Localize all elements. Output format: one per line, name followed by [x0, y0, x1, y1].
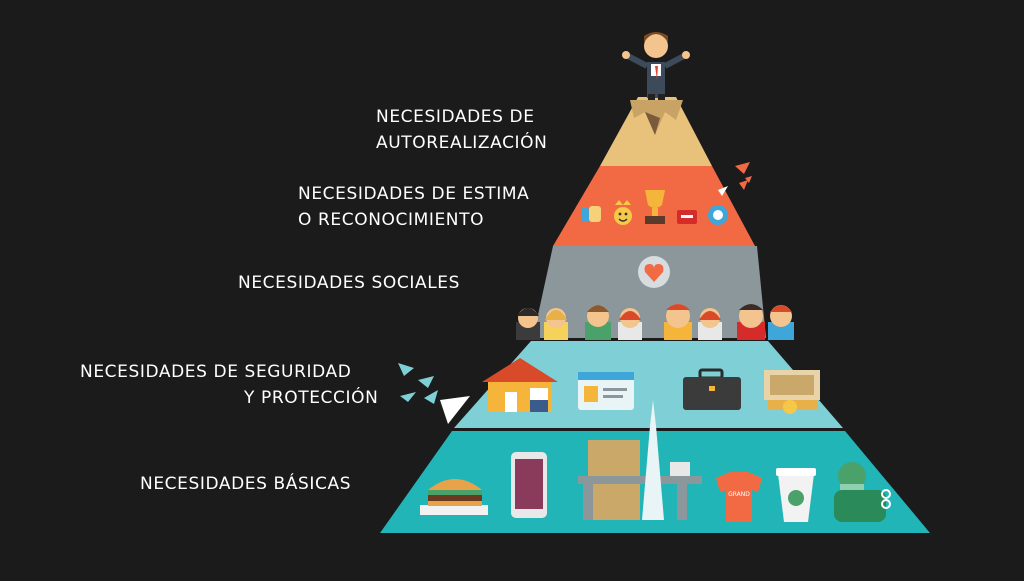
label-line: NECESIDADES DE SEGURIDAD — [80, 362, 352, 382]
label-line: NECESIDADES DE ESTIMA — [298, 184, 530, 204]
label-autorealizacion: NECESIDADES DE AUTOREALIZACIÓN — [376, 104, 547, 156]
decorative-triangles-right — [718, 162, 752, 196]
person-icon — [544, 308, 568, 340]
label-line: NECESIDADES BÁSICAS — [140, 474, 352, 494]
heart-icon — [638, 256, 670, 288]
house-icon — [482, 358, 558, 412]
smartphone-icon — [511, 452, 547, 518]
trophy-icon — [645, 190, 665, 224]
burger-icon — [420, 479, 488, 515]
tower-tip — [650, 400, 656, 426]
badge-icon — [677, 210, 697, 224]
person-icon — [664, 304, 692, 340]
label-line: NECESIDADES SOCIALES — [238, 273, 461, 293]
smiley-crown-icon — [614, 200, 632, 225]
label-estima: NECESIDADES DE ESTIMA O RECONOCIMIENTO — [298, 181, 529, 233]
label-line: NECESIDADES DE — [376, 107, 535, 127]
thumbs-up-icon — [581, 206, 601, 222]
money-icon — [764, 370, 820, 414]
people-group-icon — [516, 304, 794, 340]
person-icon — [768, 305, 794, 340]
person-icon — [737, 304, 765, 340]
city-buildings-icon — [578, 426, 702, 520]
label-line: O RECONOCIMIENTO — [298, 210, 485, 230]
person-icon — [698, 308, 722, 340]
tshirt-icon: GRAND — [716, 472, 762, 522]
tshirt-text: GRAND — [728, 491, 750, 498]
doctor-icon — [834, 462, 891, 522]
label-line: AUTOREALIZACIÓN — [376, 133, 548, 153]
decorative-triangles-left — [398, 363, 470, 424]
label-seguridad: NECESIDADES DE SEGURIDAD Y PROTECCIÓN — [80, 359, 378, 411]
award-icon — [708, 205, 728, 225]
person-icon — [585, 305, 611, 340]
businessman-icon — [622, 32, 690, 100]
person-icon — [618, 308, 642, 340]
coffee-cup-icon — [776, 468, 816, 522]
label-sociales: NECESIDADES SOCIALES — [238, 270, 460, 296]
person-icon — [516, 308, 540, 340]
briefcase-icon — [683, 368, 741, 410]
peak-shadow — [645, 112, 660, 135]
label-basicas: NECESIDADES BÁSICAS — [140, 471, 351, 497]
id-card-icon — [578, 372, 634, 410]
label-line: Y PROTECCIÓN — [244, 388, 379, 408]
